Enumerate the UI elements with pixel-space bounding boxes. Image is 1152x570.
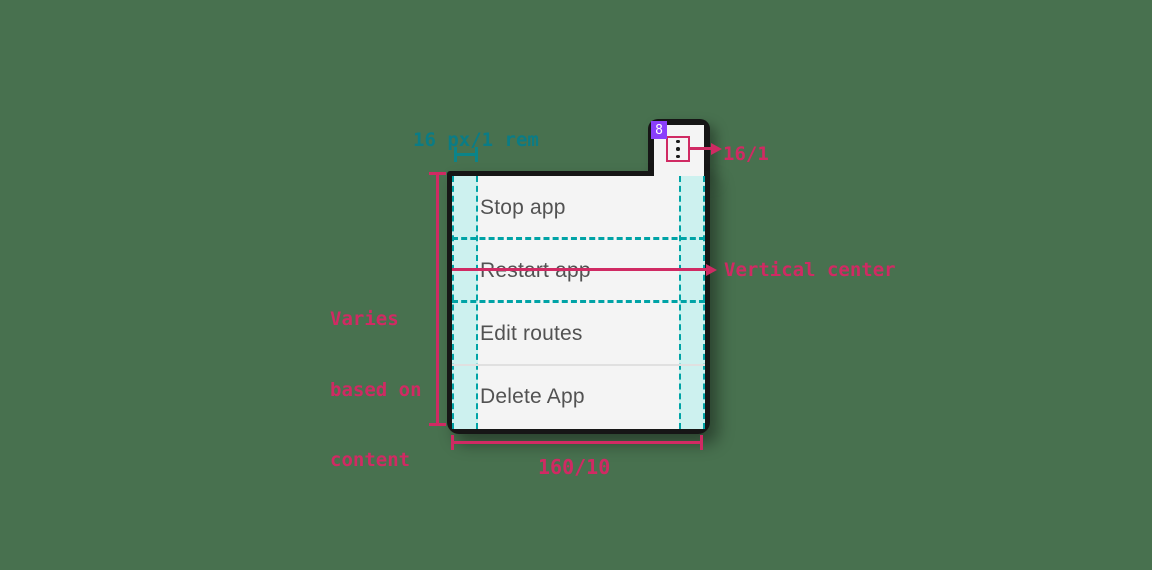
vertical-center-arrowhead [706, 263, 717, 276]
icon-measurement-box [666, 136, 690, 162]
menu-item-edit-routes[interactable]: Edit routes [452, 303, 705, 366]
icon-size-arrowhead [711, 142, 722, 155]
icon-size-label: 16/1 [723, 143, 769, 165]
menu-item-label: Edit routes [480, 322, 583, 346]
vertical-center-label: Vertical center [724, 259, 896, 281]
width-measurement-cap-right [700, 435, 703, 450]
height-measurement-cap-top [429, 172, 446, 175]
menu-item-label: Stop app [480, 195, 566, 219]
padding-spacing-label: 16 px/1 rem [413, 129, 539, 151]
menu-item-delete-app[interactable]: Delete App [452, 366, 705, 429]
menu-divider [452, 364, 705, 366]
width-label: 160/10 [538, 455, 611, 479]
menu-item-list: Stop app Restart app Edit routes Delete … [452, 176, 705, 429]
menu-item-stop-app[interactable]: Stop app [452, 176, 705, 239]
overflow-menu: Stop app Restart app Edit routes Delete … [452, 176, 705, 429]
height-measurement-cap-bottom [429, 423, 446, 426]
height-note-label: Varies based on content [330, 308, 422, 471]
row-spacing-dashed-line [452, 300, 705, 303]
height-measurement-line [436, 174, 439, 425]
menu-item-label: Delete App [480, 385, 585, 409]
row-spacing-dashed-line [452, 237, 705, 240]
width-measurement-cap-left [451, 435, 454, 450]
overflow-menu-vertical-icon [676, 139, 680, 159]
padding-measurement-bracket [454, 147, 478, 162]
icon-size-line [689, 147, 714, 150]
vertical-center-line [452, 268, 707, 271]
width-measurement-line [452, 441, 703, 444]
notification-badge: 8 [651, 121, 667, 139]
